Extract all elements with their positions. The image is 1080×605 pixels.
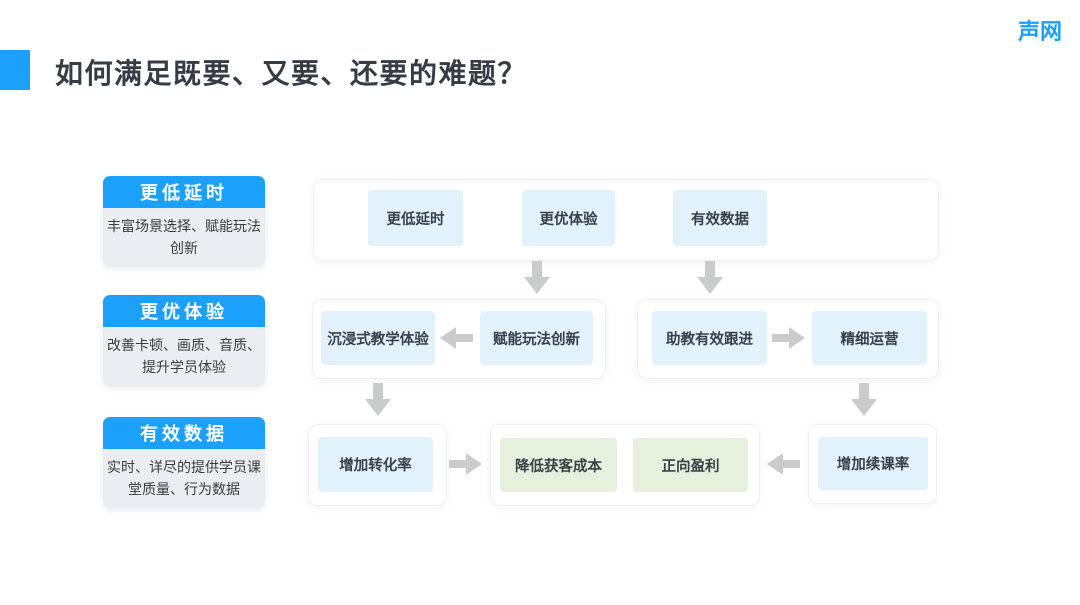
node-renewal-rate: 增加续课率: [818, 437, 928, 490]
sidebar-card-low-latency: 更低延时 丰富场景选择、赋能玩法创新: [103, 176, 265, 267]
arrow-right-icon: [772, 327, 805, 349]
sidebar-card-title: 更低延时: [103, 176, 265, 208]
node-better-experience: 更优体验: [522, 190, 615, 246]
arrow-down-icon: [365, 383, 391, 416]
arrow-down-icon: [524, 261, 550, 294]
arrow-down-icon: [851, 383, 877, 416]
node-immersive-teaching: 沉浸式教学体验: [321, 311, 435, 365]
sidebar-card-title: 有效数据: [103, 417, 265, 449]
sidebar-card-desc: 改善卡顿、画质、音质、提升学员体验: [103, 327, 265, 386]
node-lower-latency: 更低延时: [368, 190, 463, 246]
title-accent-square: [0, 50, 30, 90]
sidebar-card-desc: 实时、详尽的提供学员课堂质量、行为数据: [103, 449, 265, 508]
node-conversion-rate: 增加转化率: [318, 437, 433, 492]
arrow-left-icon: [767, 453, 800, 475]
slide-title: 如何满足既要、又要、还要的难题？: [55, 58, 528, 89]
sidebar-card-better-experience: 更优体验 改善卡顿、画质、音质、提升学员体验: [103, 295, 265, 386]
arrow-left-icon: [440, 327, 473, 349]
node-gameplay-innovation: 赋能玩法创新: [480, 311, 593, 365]
node-positive-profit: 正向盈利: [633, 438, 748, 492]
node-assistant-followup: 助教有效跟进: [652, 311, 767, 365]
arrow-right-icon: [449, 453, 482, 475]
node-effective-data: 有效数据: [673, 190, 767, 246]
node-lower-cac: 降低获客成本: [500, 438, 617, 492]
arrow-down-icon: [697, 261, 723, 294]
sidebar-card-desc: 丰富场景选择、赋能玩法创新: [103, 208, 265, 267]
node-refined-operation: 精细运营: [812, 311, 927, 365]
sidebar-card-effective-data: 有效数据 实时、详尽的提供学员课堂质量、行为数据: [103, 417, 265, 508]
agora-logo: 声网: [1017, 19, 1062, 44]
sidebar-card-title: 更优体验: [103, 295, 265, 327]
